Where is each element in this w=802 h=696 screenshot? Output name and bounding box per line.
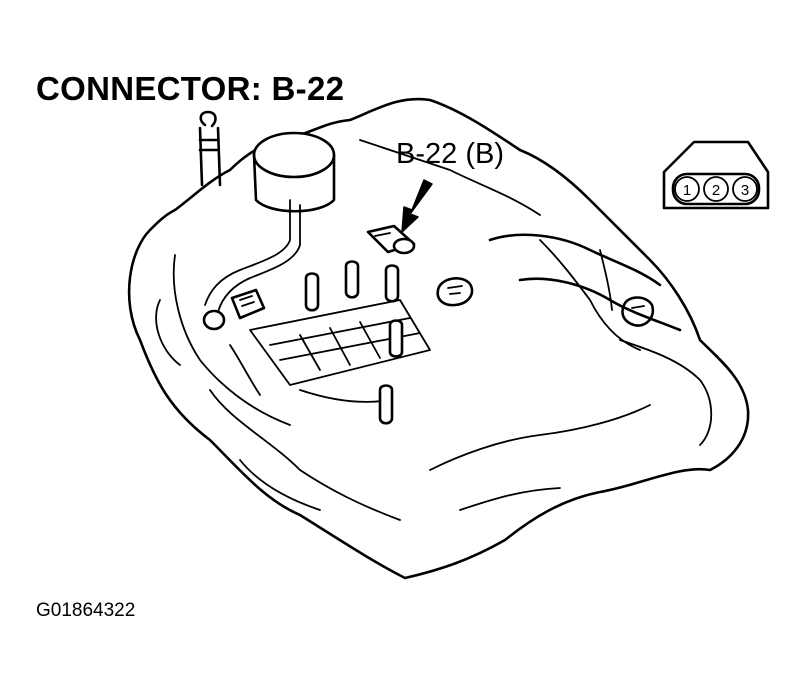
output-shaft [488,233,682,332]
breather-hose [198,110,222,187]
pin-label-2: 2 [712,182,720,199]
diagram-title: CONNECTOR: B-22 [36,70,345,107]
connector-b22 [366,224,416,255]
figure-id: G01864322 [36,600,136,621]
pin-label-3: 3 [741,182,749,199]
pin-label-1: 1 [683,182,691,199]
pin-3 [732,176,758,202]
connector-face-icon: 1 2 3 [662,140,770,210]
connector-callout-label: B-22 (B) [396,138,504,170]
filter-cylinder [204,131,336,313]
pointer-arrow-icon [401,179,433,233]
mounting-studs [202,260,404,425]
pin-1 [674,176,700,202]
pin-2 [703,176,729,202]
transaxle-housing [127,97,750,580]
body-connectors [230,277,655,327]
